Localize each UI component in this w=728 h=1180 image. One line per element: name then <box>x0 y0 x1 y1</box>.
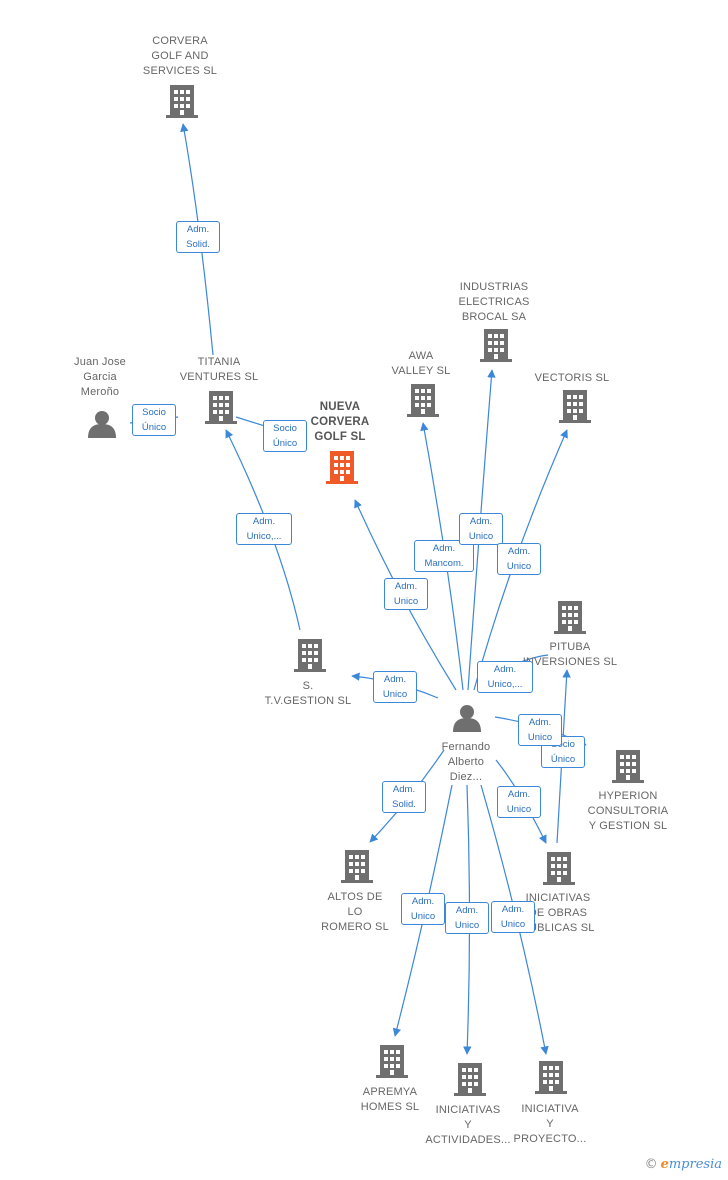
edge-label-f-iobras[interactable]: Adm. Unico <box>497 786 541 818</box>
edge-label-f-hyperion[interactable]: Adm. Unico <box>518 714 562 746</box>
building-icon[interactable] <box>554 601 586 634</box>
node-label-iniciativas-act[interactable]: INICIATIVAS Y ACTIVIDADES... <box>425 1104 511 1146</box>
edge-label-f-tv[interactable]: Adm. Unico <box>373 671 417 703</box>
building-icon[interactable] <box>294 639 326 672</box>
building-icon[interactable] <box>205 391 237 424</box>
building-icon[interactable] <box>543 852 575 885</box>
edge-label-titania-nueva[interactable]: Socio Único <box>263 420 307 452</box>
node-label-altos[interactable]: ALTOS DE LO ROMERO SL <box>321 891 389 933</box>
edge-label-f-iproy[interactable]: Adm. Unico <box>491 901 535 933</box>
brand-name: mpresia <box>668 1157 722 1172</box>
building-icon[interactable] <box>407 384 439 417</box>
node-label-hyperion[interactable]: HYPERION CONSULTORIA Y GESTION SL <box>587 790 669 832</box>
edge-label-f-iact[interactable]: Adm. Unico <box>445 902 489 934</box>
building-icon[interactable] <box>612 750 644 783</box>
edge-label-f-apremya[interactable]: Adm. Unico <box>401 893 445 925</box>
building-icon[interactable] <box>559 390 591 423</box>
edge-label-titania-corvera[interactable]: Adm. Solid. <box>176 221 220 253</box>
edge-label-f-nueva[interactable]: Adm. Unico <box>384 578 428 610</box>
edge-label-f-awa[interactable]: Adm. Mancom. <box>414 540 474 572</box>
node-label-nueva[interactable]: NUEVA CORVERA GOLF SL <box>310 401 370 443</box>
edge-label-f-pituba[interactable]: Adm. Unico,... <box>477 661 533 693</box>
node-label-awa[interactable]: AWA VALLEY SL <box>391 350 451 377</box>
edge-label-f-industrias[interactable]: Adm. Unico <box>459 513 503 545</box>
node-label-titania[interactable]: TITANIA VENTURES SL <box>179 356 259 383</box>
edge-label-juan-titania[interactable]: Socio Único <box>132 404 176 436</box>
node-label-juan[interactable]: Juan Jose Garcia Meroño <box>74 356 126 398</box>
node-label-industrias[interactable]: INDUSTRIAS ELECTRICAS BROCAL SA <box>458 281 530 323</box>
nodes <box>88 85 644 1096</box>
copyright-symbol: © <box>644 1157 658 1172</box>
edge-label-f-vectoris[interactable]: Adm. Unico <box>497 543 541 575</box>
building-icon[interactable] <box>480 329 512 362</box>
node-label-corvera[interactable]: CORVERA GOLF AND SERVICES SL <box>142 35 218 77</box>
building-icon[interactable] <box>166 85 198 118</box>
copyright-brand[interactable]: ©empresia <box>645 1157 722 1172</box>
edge-label-tv-titania[interactable]: Adm. Unico,... <box>236 513 292 545</box>
node-label-apremya[interactable]: APREMYA HOMES SL <box>360 1086 420 1113</box>
edge-label-pituba-hyperion[interactable]: Socio Único <box>541 736 585 768</box>
edge-label-f-altos[interactable]: Adm. Solid. <box>382 781 426 813</box>
building-icon[interactable] <box>454 1063 486 1096</box>
building-icon[interactable] <box>535 1061 567 1094</box>
node-label-fernando[interactable]: Fernando Alberto Diez... <box>441 741 491 783</box>
node-label-tvgestion[interactable]: S. T.V.GESTION SL <box>264 680 352 707</box>
node-label-vectoris[interactable]: VECTORIS SL <box>534 372 610 384</box>
node-label-pituba[interactable]: PITUBA INVERSIONES SL <box>522 641 618 668</box>
building-icon[interactable] <box>341 850 373 883</box>
building-icon[interactable] <box>376 1045 408 1078</box>
brand-initial: e <box>660 1157 669 1172</box>
person-icon[interactable] <box>453 705 481 732</box>
building-icon[interactable] <box>326 451 358 484</box>
node-label-iniciativas-obras[interactable]: INICIATIVAS DE OBRAS PUBLICAS SL <box>521 892 595 934</box>
node-label-iniciativa-proy[interactable]: INICIATIVA Y PROYECTO... <box>513 1103 587 1145</box>
person-icon[interactable] <box>88 411 116 438</box>
